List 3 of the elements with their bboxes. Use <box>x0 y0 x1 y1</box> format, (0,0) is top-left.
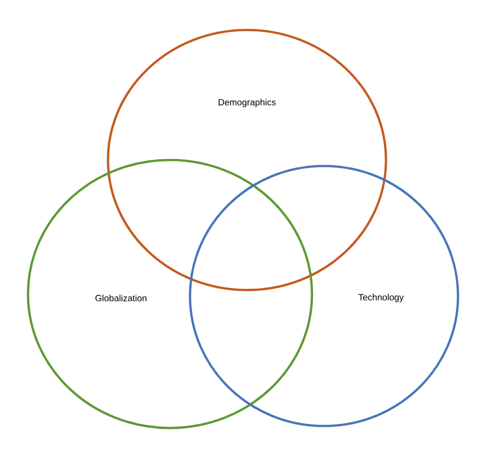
circle-label: Demographics <box>218 98 276 108</box>
circle-label: Technology <box>358 294 404 302</box>
circle-label: Globalization <box>95 294 146 302</box>
